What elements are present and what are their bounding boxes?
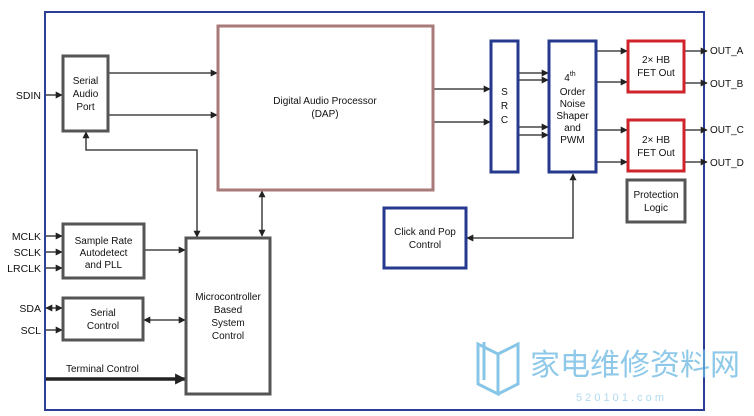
ns-label-sup: th [570,71,576,78]
fet-out-block-1 [626,39,686,94]
signal-out-b: OUT_B [710,79,744,90]
chip-frame [44,11,705,411]
noise-shaper-block [547,39,598,174]
fet2-label-1: 2× HB [642,135,670,146]
ns-label-number: 4 [564,73,570,84]
click-pop-block [382,206,468,270]
mcu-label-2: Based [214,305,242,316]
signal-out-d: OUT_D [710,158,744,169]
signal-mclk: MCLK [12,231,41,243]
sap-label-2: Audio [73,89,99,100]
srate-label-2: Autodetect [80,248,128,259]
ns-label-4: Shaper [556,111,589,122]
sap-label-1: Serial [73,76,99,87]
watermark: 家电维修资料网 5 2 0 1 0 1 . c o m [476,341,740,404]
watermark-chinese: 家电维修资料网 [530,349,740,382]
protection-label-2: Logic [644,203,668,214]
signal-scl: SCL [21,325,42,337]
signal-sclk: SCLK [14,247,41,259]
serial-control-block [61,296,145,342]
sctl-label-2: Control [87,321,119,332]
fet1-label-1: 2× HB [642,55,670,66]
fet1-label-2: FET Out [637,68,675,79]
ns-label-2: Order [560,87,586,98]
protection-logic-block [625,178,687,224]
ns-label-6: PWM [560,135,584,146]
ns-label-3: Noise [560,99,586,110]
src-label-1: S [501,87,508,98]
clickpop-label-2: Control [409,240,441,251]
dap-block [216,24,435,192]
fet-out-block-2 [626,118,686,173]
sctl-label-1: Serial [90,308,116,319]
signal-sda: SDA [19,303,41,315]
mcu-label-3: System [211,318,244,329]
signal-out-c: OUT_C [710,125,744,136]
mcu-label-4: Control [212,331,244,342]
wires [45,47,708,334]
sap-label-3: Port [76,102,95,113]
signal-lrclk: LRCLK [7,263,41,275]
ns-label-1: 4th [564,71,576,84]
srate-label-1: Sample Rate [75,236,133,247]
src-block [489,39,520,174]
dap-label-1: Digital Audio Processor [273,96,377,107]
signal-terminal-control: Terminal Control [66,364,139,375]
src-label-3: C [501,115,508,126]
wire-sap-mcu [82,131,201,238]
dap-label-2: (DAP) [311,109,338,120]
signal-sdin: SDIN [16,90,41,102]
mcu-label-1: Microcontroller [195,292,261,303]
wire-clickpop-ns [466,173,577,242]
serial-audio-port-block [61,54,110,133]
sample-rate-block [61,222,146,280]
watermark-url: 5 2 0 1 0 1 . c o m [576,392,664,404]
src-label-2: R [501,101,508,112]
ns-label-5: and [564,123,581,134]
microcontroller-block [184,236,272,396]
signal-out-a: OUT_A [710,46,744,57]
srate-label-3: and PLL [85,260,123,271]
clickpop-label-1: Click and Pop [394,227,456,238]
fet2-label-2: FET Out [637,148,675,159]
watermark-book-icon [476,341,520,397]
protection-label-1: Protection [633,190,678,201]
